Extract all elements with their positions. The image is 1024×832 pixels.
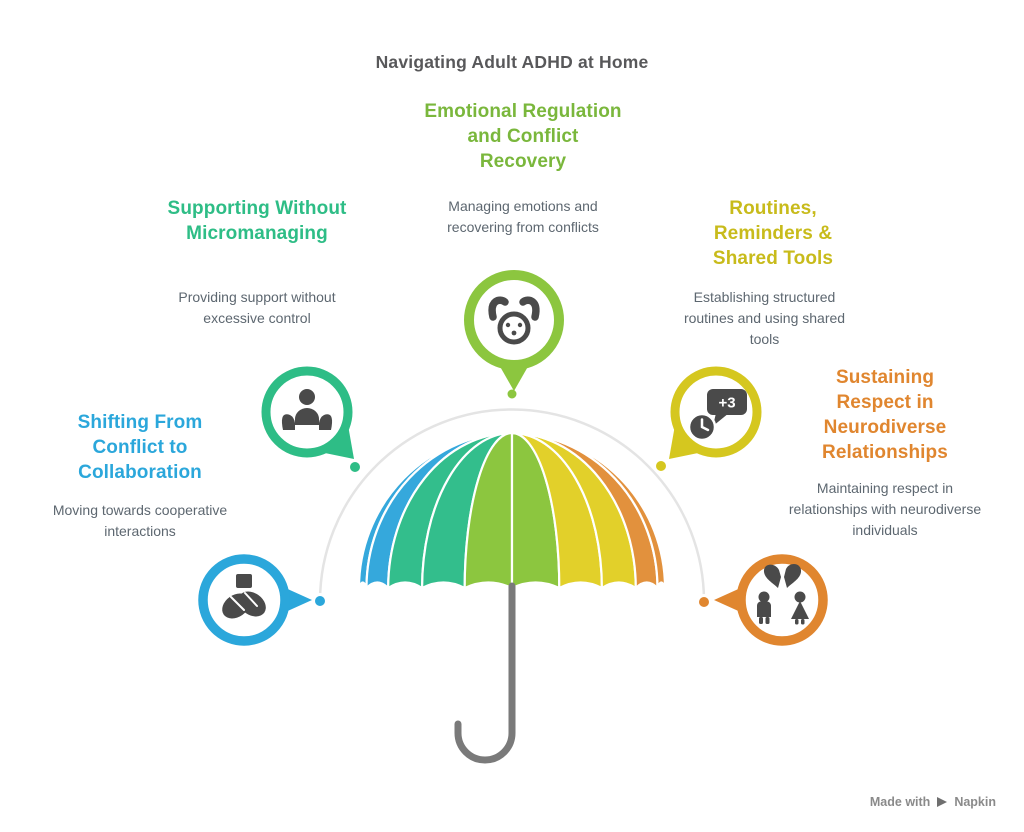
sustaining-bubble: [714, 554, 828, 646]
supporting-bubble: [261, 366, 354, 459]
bubble-ring: [736, 554, 828, 646]
napkin-watermark: Made with Napkin: [870, 795, 996, 809]
bubble-ring: [464, 270, 564, 370]
arc-node-supporting: [347, 459, 363, 475]
page-title: Navigating Adult ADHD at Home: [375, 52, 649, 72]
topic-desc-sustaining: Maintaining respect in relationships wit…: [788, 480, 982, 538]
umbrella-canopy: [357, 431, 667, 590]
napkin-logo-icon: [937, 797, 948, 807]
clasped-hands-icon: [222, 574, 266, 619]
topic-heading-emotional: Emotional Regulation and Conflict Recove…: [424, 101, 622, 172]
relieved-face-icon: [488, 296, 540, 345]
umbrella-panel: [463, 431, 514, 590]
topic-desc-routines: Establishing structured routines and usi…: [683, 289, 846, 347]
reminder-badge: +3: [718, 395, 735, 412]
emotional-bubble: [464, 270, 564, 391]
topic-desc-emotional: Managing emotions and recovering from co…: [447, 198, 599, 235]
topic-heading-sustaining: Sustaining Respect in Neurodiverse Relat…: [822, 367, 948, 463]
arc-node-shifting: [312, 593, 328, 609]
routines-bubble: +3: [669, 366, 762, 459]
topic-heading-routines: Routines, Reminders & Shared Tools: [712, 198, 834, 269]
topic-desc-shifting: Moving towards cooperative interactions: [52, 502, 228, 539]
connector-arc: [318, 408, 706, 603]
shifting-bubble: [198, 554, 312, 646]
two-people-broken-heart-icon: [757, 563, 809, 625]
topic-heading-supporting: Supporting Without Micromanaging: [167, 198, 347, 244]
arc-node-sustaining: [696, 594, 712, 610]
umbrella-panel: [510, 431, 667, 590]
watermark-brand: Napkin: [954, 795, 996, 809]
arc-node-routines: [653, 458, 669, 474]
topic-desc-supporting: Providing support without excessive cont…: [178, 289, 336, 326]
hands-supporting-person-icon: [281, 389, 333, 430]
watermark-made-with: Made with: [869, 795, 931, 809]
umbrella-handle: [454, 582, 516, 764]
arc-node-emotional: [504, 386, 520, 402]
topic-heading-shifting: Shifting From Conflict to Collaboration: [77, 412, 203, 483]
reminder-clock-icon: +3: [687, 389, 747, 442]
